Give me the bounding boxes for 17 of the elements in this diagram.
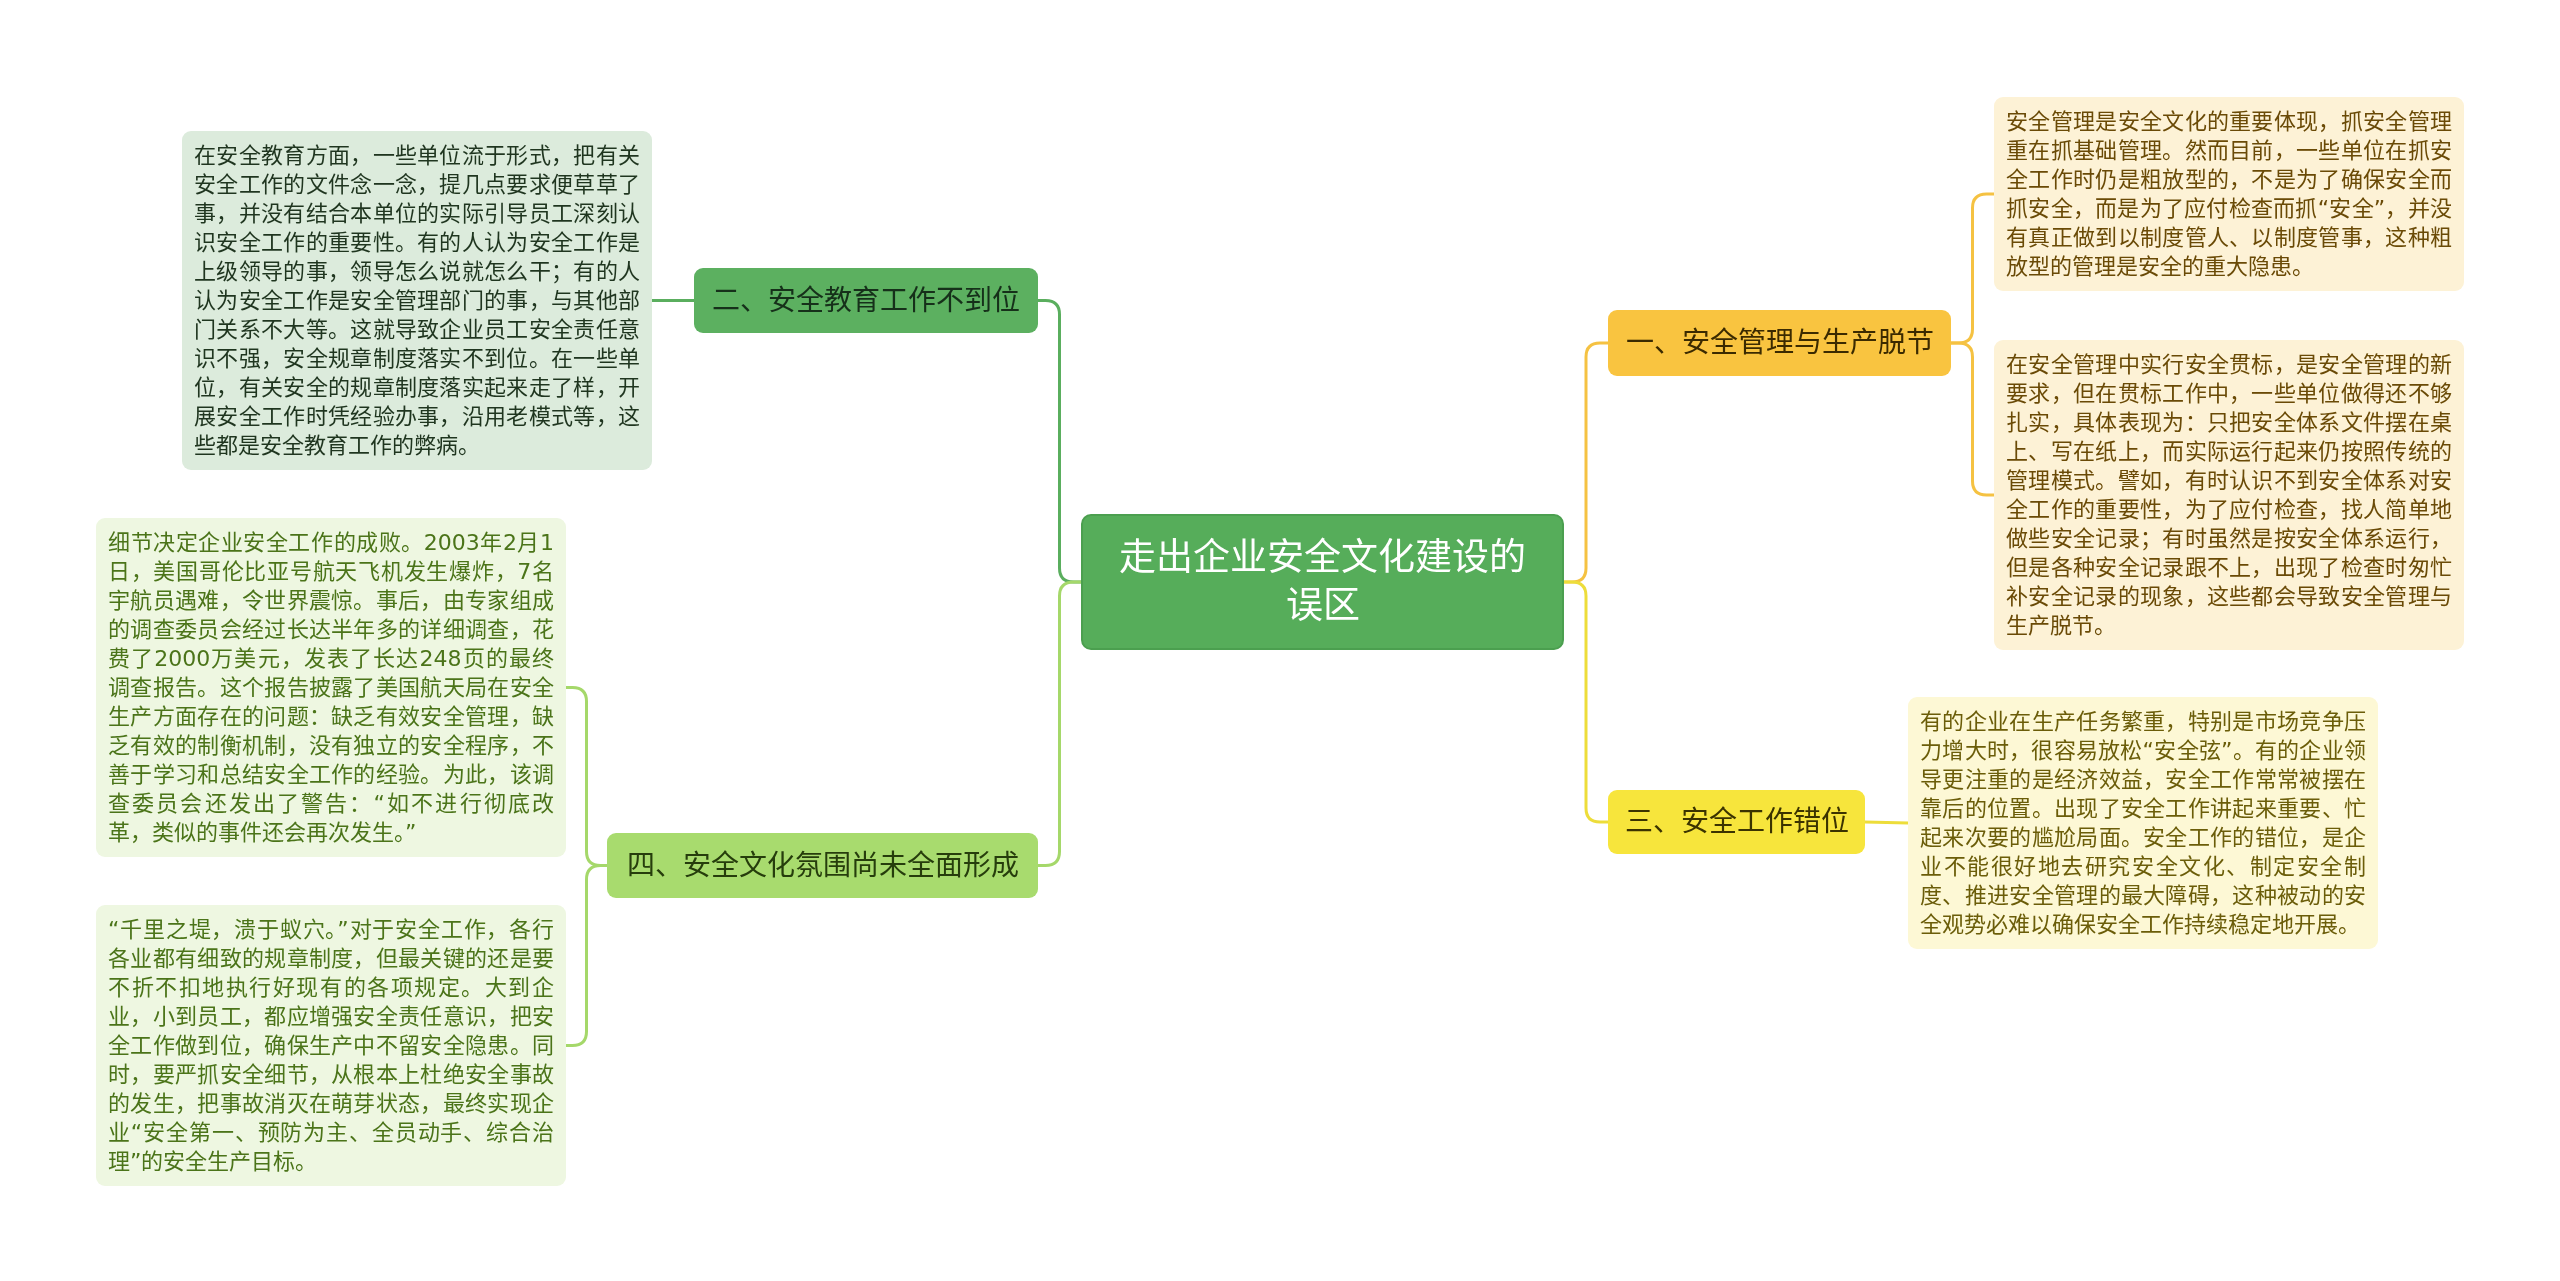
- branch-topic-box: 三、安全工作错位: [1608, 790, 1865, 854]
- connector-line: [564, 864, 609, 1047]
- central-topic-box: 走出企业安全文化建设的误区: [1081, 514, 1564, 650]
- connector-line: [1036, 580, 1083, 867]
- branch-topic-box: 二、安全教育工作不到位: [694, 268, 1038, 333]
- note-box: “千里之堤，溃于蚁穴。”对于安全工作，各行各业都有细致的规章制度，但最关键的还是要不折不扣地执行好现有的各项规定。大到企业，小到员工，都应增强安全责任意识，把安全工作做到位，确保生产中不留安全隐患。同时，要严抓安全细节，从根本上杜绝安全事故的发生，把事故消灭在萌芽状态，最终实现企业“安全第一、预防为主、全员动手、综合治理”的安全生产目标。: [96, 905, 566, 1186]
- branch-topic-box: 四、安全文化氛围尚未全面形成: [607, 833, 1038, 898]
- connector-line: [1562, 580, 1610, 824]
- connector-line: [650, 299, 696, 302]
- note-box: 有的企业在生产任务繁重，特别是市场竞争压力增大时，很容易放松“安全弦”。有的企业领导更注重的是经济效益，安全工作常常被摆在靠后的位置。出现了安全工作讲起来重要、忙起来次要的尴尬局面。安全工作的错位，是企业不能很好地去研究安全文化、制定安全制度、推进安全管理的最大障碍，这种被动的安全观势必难以确保安全工作持续稳定地开展。: [1908, 697, 2378, 949]
- note-box: 细节决定企业安全工作的成败。2003年2月1日，美国哥伦比亚号航天飞机发生爆炸，7名宇航员遇难，令世界震惊。事后，由专家组成的调查委员会经过长达半年多的详细调查，花费了2000万美元，发表了长达248页的最终调查报告。这个报告披露了美国航天局在安全生产方面存在的问题：缺乏有效安全管理，缺乏有效的制衡机制，没有独立的安全程序，不善于学习和总结安全工作的经验。为此，该调查委员会还发出了警告：“如不进行彻底改革，类似的事件还会再次发生。”: [96, 518, 566, 857]
- branch-topic-box: 一、安全管理与生产脱节: [1608, 310, 1951, 376]
- connector-line: [1863, 820, 1910, 825]
- connector-line: [1949, 341, 1996, 497]
- note-box: 安全管理是安全文化的重要体现，抓安全管理重在抓基础管理。然而目前，一些单位在抓安全工作时仍是粗放型的，不是为了确保安全而抓安全，而是为了应付检查而抓“安全”，并没有真正做到以制度管人、以制度管事，这种粗放型的管理是安全的重大隐患。: [1994, 97, 2464, 291]
- note-box: 在安全管理中实行安全贯标，是安全管理的新要求，但在贯标工作中，一些单位做得还不够扎实，具体表现为：只把安全体系文件摆在桌上、写在纸上，而实际运行起来仍按照传统的管理模式。譬如，有时认识不到安全体系对安全工作的重要性，为了应付检查，找人简单地做些安全记录；有时虽然是按安全体系运行，但是各种安全记录跟不上，出现了检查时匆忙补安全记录的现象，这些都会导致安全管理与生产脱节。: [1994, 340, 2464, 650]
- note-box: 在安全教育方面，一些单位流于形式，把有关安全工作的文件念一念，提几点要求便草草了事，并没有结合本单位的实际引导员工深刻认识安全工作的重要性。有的人认为安全工作是上级领导的事，领导怎么说就怎么干；有的人认为安全工作是安全管理部门的事，与其他部门关系不大等。这就导致企业员工安全责任意识不强，安全规章制度落实不到位。在一些单位，有关安全的规章制度落实起来走了样，开展安全工作时凭经验办事，沿用老模式等，这些都是安全教育工作的弊病。: [182, 131, 652, 470]
